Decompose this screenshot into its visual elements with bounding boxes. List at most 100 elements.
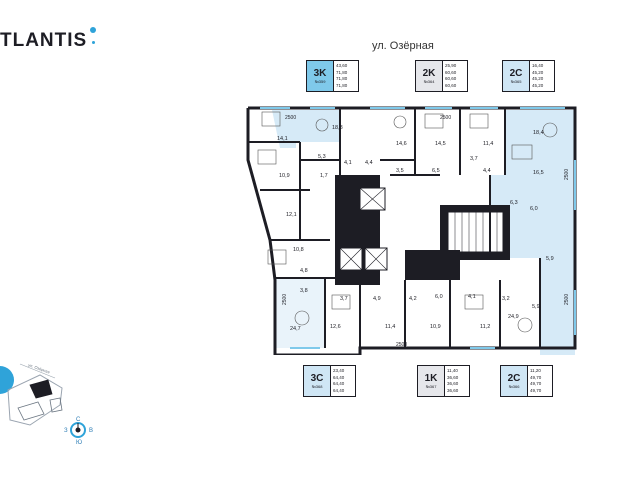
- room-area: 12,1: [286, 212, 297, 218]
- tag-area: 45,20: [532, 69, 544, 75]
- room-area: 12,6: [330, 324, 341, 330]
- tag-number: №365: [510, 79, 522, 84]
- apartment-tag-364[interactable]: 2K №364 25,90 60,60 60,60 60,60: [415, 60, 468, 92]
- tag-number: №366: [508, 384, 520, 389]
- room-area: 16,5: [533, 170, 544, 176]
- room-area: 6,0: [435, 294, 443, 300]
- street-label: ул. Озёрная: [372, 40, 434, 52]
- road: [19, 363, 56, 379]
- building: [49, 397, 63, 413]
- tag-head: 1K №367: [417, 365, 445, 397]
- room-area: 3,5: [396, 168, 404, 174]
- tag-area: 64,40: [333, 381, 345, 386]
- tag-area: 64,40: [333, 387, 345, 393]
- tag-code: 3C: [310, 373, 324, 384]
- room-area: 3,7: [470, 156, 478, 162]
- room-area: 4,8: [300, 268, 308, 274]
- tag-code: 2C: [509, 68, 523, 79]
- stairs: [447, 211, 504, 253]
- dimension-label: 2500: [282, 294, 288, 305]
- room-area: 3,8: [300, 288, 308, 294]
- dimension-label: 2500: [440, 115, 451, 121]
- room-area: 11,4: [385, 324, 395, 330]
- tag-areas: 16,40 45,20 45,20 45,20: [530, 60, 555, 92]
- tag-areas: 11,40 36,60 36,60 36,60: [445, 365, 470, 397]
- tag-area: 23,40: [333, 368, 345, 373]
- tag-area: 11,20: [530, 368, 541, 373]
- windows: [260, 107, 576, 349]
- apartment-tag-359[interactable]: 3K №359 43,60 71,80 71,80 71,80: [306, 60, 359, 92]
- room-area: 5,9: [532, 304, 540, 310]
- tag-head: 3K №359: [306, 60, 334, 92]
- outer-wall: [246, 106, 577, 355]
- apartment-tag-368[interactable]: 3C №368 23,40 64,40 64,40 64,40: [303, 365, 356, 397]
- room-area: 6,5: [432, 168, 440, 174]
- highlight-apt-368: [275, 278, 325, 348]
- tag-area: 60,60: [445, 69, 457, 75]
- tag-head: 2K №364: [415, 60, 443, 92]
- room-area: 14,1: [277, 136, 288, 142]
- room-area: 6,0: [530, 206, 538, 212]
- room-area: 10,9: [430, 324, 441, 330]
- room-area: 4,1: [344, 160, 352, 166]
- room-area: 14,6: [396, 141, 407, 147]
- tag-area: 71,80: [336, 82, 348, 88]
- tag-head: 2C №365: [502, 60, 530, 92]
- room-area: 4,2: [409, 296, 417, 302]
- tag-head: 3C №368: [303, 365, 331, 397]
- room-area: 11,4: [483, 141, 493, 147]
- highlight-apt-359: [272, 110, 340, 148]
- room-area: 5,9: [546, 256, 554, 262]
- apartment-tag-367[interactable]: 1K №367 11,40 36,60 36,60 36,60: [417, 365, 470, 397]
- building-selected: [29, 379, 53, 399]
- compass-east: В: [89, 428, 94, 434]
- compass-south: Ю: [76, 440, 83, 446]
- logo-dot-small: [92, 41, 95, 44]
- interior-walls: [248, 108, 541, 348]
- room-area: 14,5: [435, 141, 446, 147]
- tag-area: 36,60: [447, 387, 459, 393]
- tag-code: 3K: [313, 68, 327, 79]
- tag-area: 36,60: [447, 374, 459, 380]
- room-area: 5,3: [318, 154, 326, 160]
- tag-code: 2C: [507, 373, 521, 384]
- room-area: 1,7: [320, 173, 328, 179]
- compass-north: С: [76, 417, 81, 423]
- site-plan-mini: ул. Озёрная: [0, 362, 86, 438]
- dimension-label: 2500: [285, 115, 296, 121]
- tag-area: 49,70: [530, 374, 542, 380]
- room-area: 11,2: [480, 324, 490, 330]
- tag-area: 64,40: [333, 374, 345, 380]
- tag-areas: 11,20 49,70 49,70 49,70: [528, 365, 553, 397]
- apartment-tag-366[interactable]: 2C №366 11,20 49,70 49,70 49,70: [500, 365, 553, 397]
- site-outline: [7, 374, 63, 426]
- apartment-tag-365[interactable]: 2C №365 16,40 45,20 45,20 45,20: [502, 60, 555, 92]
- tag-area: 43,60: [336, 63, 348, 68]
- compass-west: З: [64, 428, 68, 434]
- room-area: 18,8: [332, 125, 343, 131]
- tag-areas: 23,40 64,40 64,40 64,40: [331, 365, 356, 397]
- tag-area: 16,40: [532, 63, 544, 68]
- tag-areas: 43,60 71,80 71,80 71,80: [334, 60, 359, 92]
- tag-number: №359: [314, 79, 326, 84]
- dimension-label: 2500: [564, 169, 570, 180]
- tag-area: 45,20: [532, 82, 544, 88]
- tag-area: 11,40: [447, 368, 458, 373]
- tag-number: №368: [311, 384, 323, 389]
- room-area: 3,2: [502, 296, 510, 302]
- tag-area: 49,70: [530, 381, 542, 386]
- dimension-label: 2500: [564, 294, 570, 305]
- room-area: 4,1: [468, 294, 476, 300]
- tag-code: 1K: [424, 373, 438, 384]
- room-area: 24,9: [508, 314, 519, 320]
- tag-areas: 25,90 60,60 60,60 60,60: [443, 60, 468, 92]
- tag-area: 71,80: [336, 76, 348, 81]
- core-bottom: [405, 250, 460, 280]
- building: [17, 401, 45, 421]
- tag-code: 2K: [422, 68, 436, 79]
- room-area: 3,7: [340, 296, 348, 302]
- site-marker: [0, 366, 14, 394]
- tag-area: 60,60: [445, 82, 457, 88]
- tag-number: №364: [423, 79, 435, 84]
- logo-dot: [90, 27, 96, 33]
